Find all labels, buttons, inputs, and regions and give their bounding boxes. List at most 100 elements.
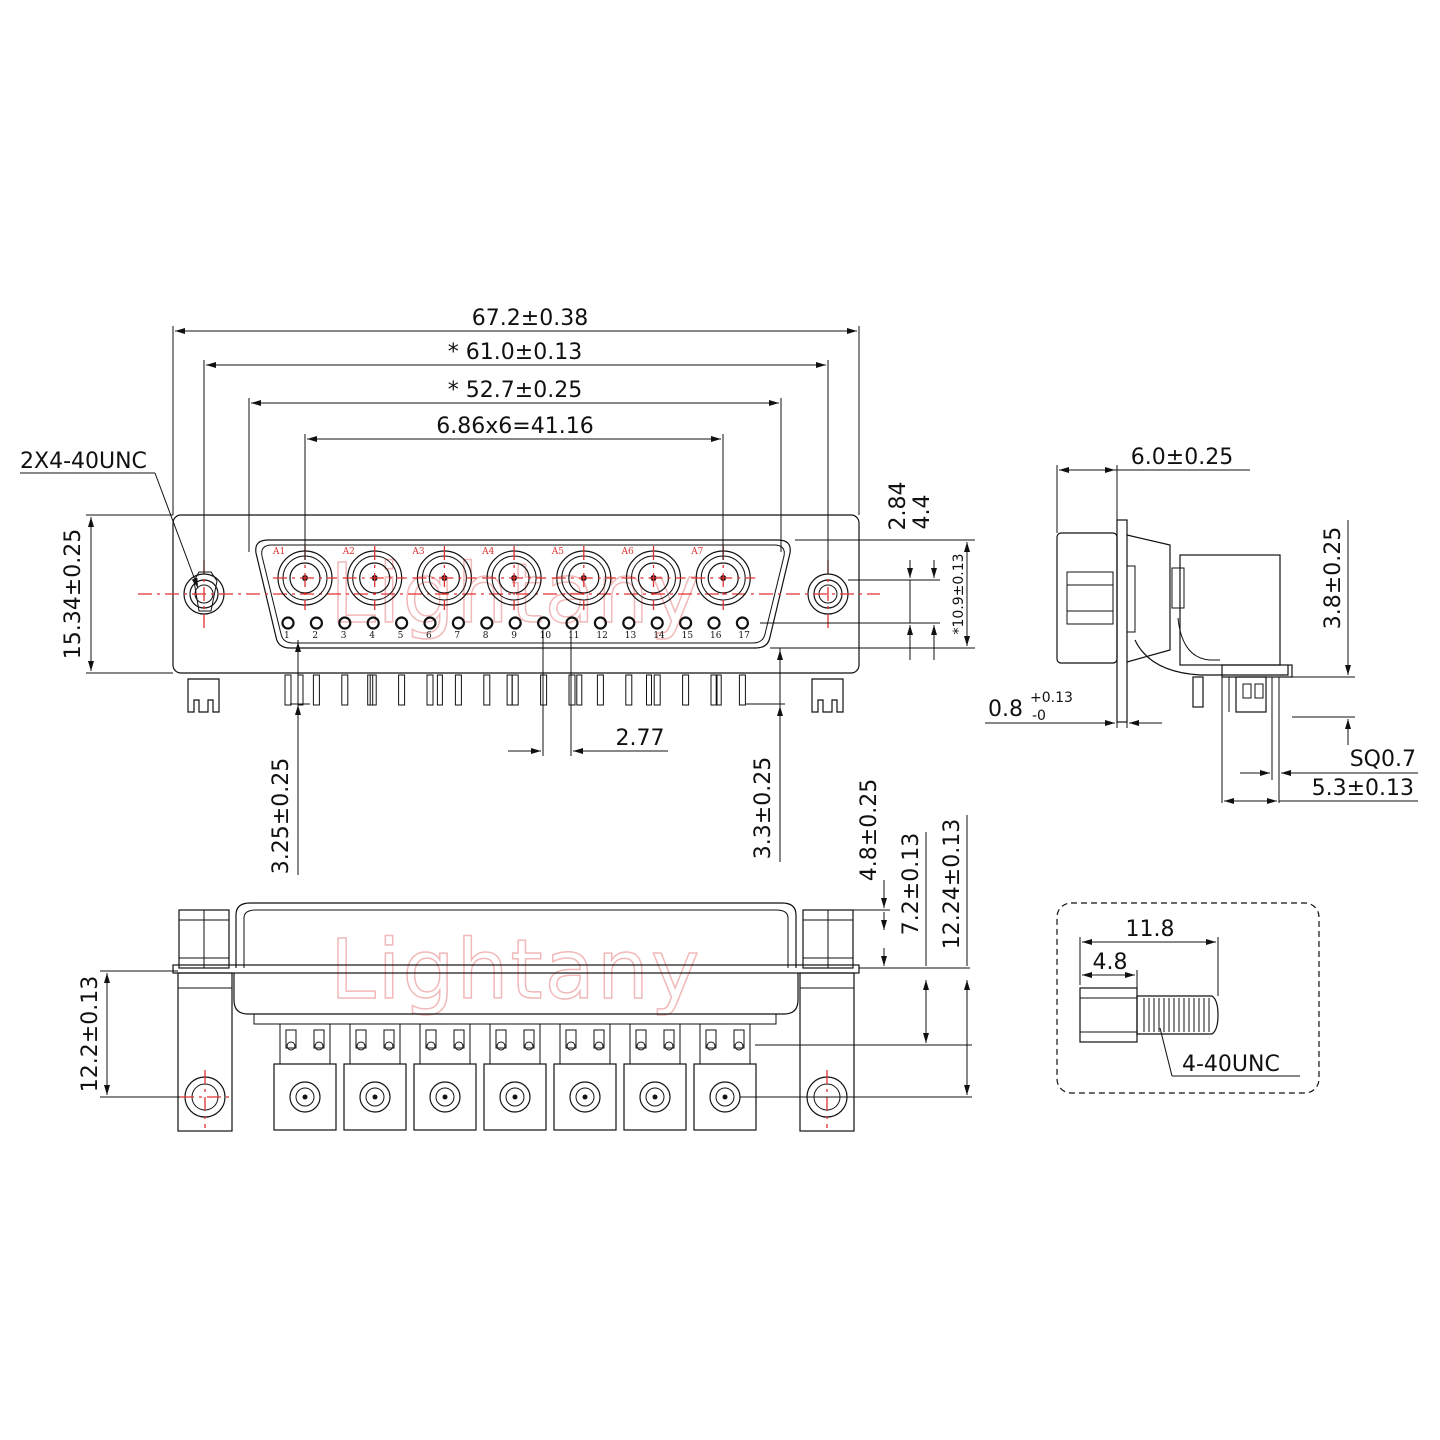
dim-pin-square: SQ0.7: [1350, 747, 1416, 772]
pin-leg: [710, 674, 718, 706]
pin-label: 15: [682, 631, 694, 641]
pin-leg: [426, 674, 434, 706]
signal-pin-4: 4: [366, 616, 380, 641]
coax-leg: [297, 674, 304, 706]
pin-leg: [682, 674, 690, 706]
coax-label: A7: [690, 547, 703, 557]
pin-label: 9: [511, 631, 517, 641]
bottom-coax-body: [553, 1023, 617, 1131]
bottom-coax-body: [693, 1023, 757, 1131]
coax-label: A2: [342, 547, 355, 557]
coax-leg: [715, 674, 722, 706]
signal-pin-1: 1: [281, 616, 295, 641]
pin-label: 8: [483, 631, 489, 641]
thread-note: 2X4-40UNC: [20, 449, 147, 474]
dim-overall-width: 67.2±0.38: [472, 306, 588, 331]
signal-pin-12: 12: [593, 616, 608, 641]
dim-hex-length: 4.8: [1093, 950, 1128, 975]
pin-label: 7: [454, 631, 460, 641]
coax-label: A6: [621, 547, 634, 557]
signal-pin-3: 3: [338, 616, 352, 641]
signal-pin-14: 14: [650, 616, 665, 641]
screw-hex-body: [1079, 987, 1138, 1043]
signal-pin-8: 8: [480, 616, 494, 641]
coax-leg: [576, 674, 583, 706]
bottom-flange-plate: [172, 964, 860, 974]
pin-leg-row: [284, 674, 746, 706]
signal-pin-13: 13: [622, 616, 637, 641]
bottom-coax-body: [623, 1023, 687, 1131]
bracket-left: [177, 972, 233, 1132]
pin-label: 14: [653, 631, 665, 641]
signal-pin-11: 11: [565, 616, 579, 641]
coax-contact-a2: A2: [342, 546, 407, 610]
coax-contact-a6: A6: [621, 546, 686, 610]
dim-12-24: 12.24±0.13: [940, 819, 965, 949]
pin-label: 17: [738, 631, 750, 641]
signal-pin-9: 9: [508, 616, 522, 641]
d-shell-inner: [261, 544, 785, 644]
pin-label: 2: [312, 631, 318, 641]
bottom-view: 4.8±0.25 7.2±0.13 12.24±0.13 12.2±0.13: [78, 779, 972, 1132]
pin-leg: [596, 674, 604, 706]
side-hex-nut: [1066, 571, 1114, 625]
board-lock-right: [811, 678, 844, 713]
side-mount-plate: [1116, 519, 1128, 723]
coax-leg: [506, 674, 513, 706]
pin-leg: [454, 674, 462, 706]
pin-leg: [341, 674, 349, 706]
signal-pin-6: 6: [423, 616, 437, 641]
pin-leg: [625, 674, 633, 706]
signal-pin-7: 7: [451, 616, 465, 641]
dim-plate-thickness-plus: +0.13: [1030, 690, 1073, 706]
pin-label: 4: [369, 631, 375, 641]
signal-pin-15: 15: [678, 616, 694, 641]
dim-plate-thickness-minus: -0: [1032, 708, 1046, 724]
screw-thread-note: 4-40UNC: [1182, 1052, 1280, 1077]
screw-thread: [1136, 995, 1219, 1035]
signal-pin-10: 10: [536, 616, 552, 641]
dim-shell-width: * 52.7±0.25: [448, 378, 582, 403]
pin-leg: [738, 674, 746, 706]
pin-label: 12: [596, 631, 607, 641]
pin-label: 1: [284, 631, 290, 641]
dim-3-8: 3.8±0.25: [1321, 527, 1346, 629]
coax-label: A4: [481, 547, 494, 557]
watermark-bottom: Lightany: [330, 923, 701, 1018]
side-insulator-block: [1179, 554, 1281, 666]
dim-2-84: 2.84: [886, 482, 911, 531]
coax-leg: [436, 674, 443, 706]
board-lock-left: [187, 678, 220, 713]
pin-label: 3: [341, 631, 347, 641]
dim-mount-hole-spacing: * 61.0±0.13: [448, 340, 582, 365]
signal-pin-5: 5: [395, 616, 409, 641]
dim-7-2: 7.2±0.13: [899, 833, 924, 935]
pin-label: 16: [710, 631, 722, 641]
coax-contact-a4: A4: [481, 546, 547, 610]
d-shell-outline: [255, 539, 791, 649]
coax-contact-a5: A5: [551, 546, 616, 610]
dim-4-8: 4.8±0.25: [857, 779, 882, 881]
pin-leg: [284, 674, 292, 706]
coax-label: A1: [272, 547, 285, 557]
coax-label: A5: [551, 547, 564, 557]
coax-contact-a3: A3: [411, 546, 477, 610]
pin-leg: [568, 674, 576, 706]
dim-screw-length: 11.8: [1126, 917, 1175, 942]
signal-pin-16: 16: [707, 616, 722, 641]
signal-pin-2: 2: [309, 616, 323, 641]
dim-5-3: 5.3±0.13: [1312, 776, 1414, 801]
pin-label: 10: [540, 631, 552, 641]
dim-height: 15.34±0.25: [61, 529, 86, 659]
dim-coax-pitch: 6.86x6=41.16: [436, 414, 593, 439]
coax-leg: [646, 674, 652, 706]
dim-plate-thickness: 0.8: [988, 697, 1023, 722]
dim-12-2: 12.2±0.13: [78, 976, 103, 1092]
pin-leg: [540, 674, 548, 706]
pin-leg: [653, 674, 661, 706]
bottom-coax-body: [483, 1023, 547, 1131]
bottom-coax-body: [413, 1023, 477, 1131]
